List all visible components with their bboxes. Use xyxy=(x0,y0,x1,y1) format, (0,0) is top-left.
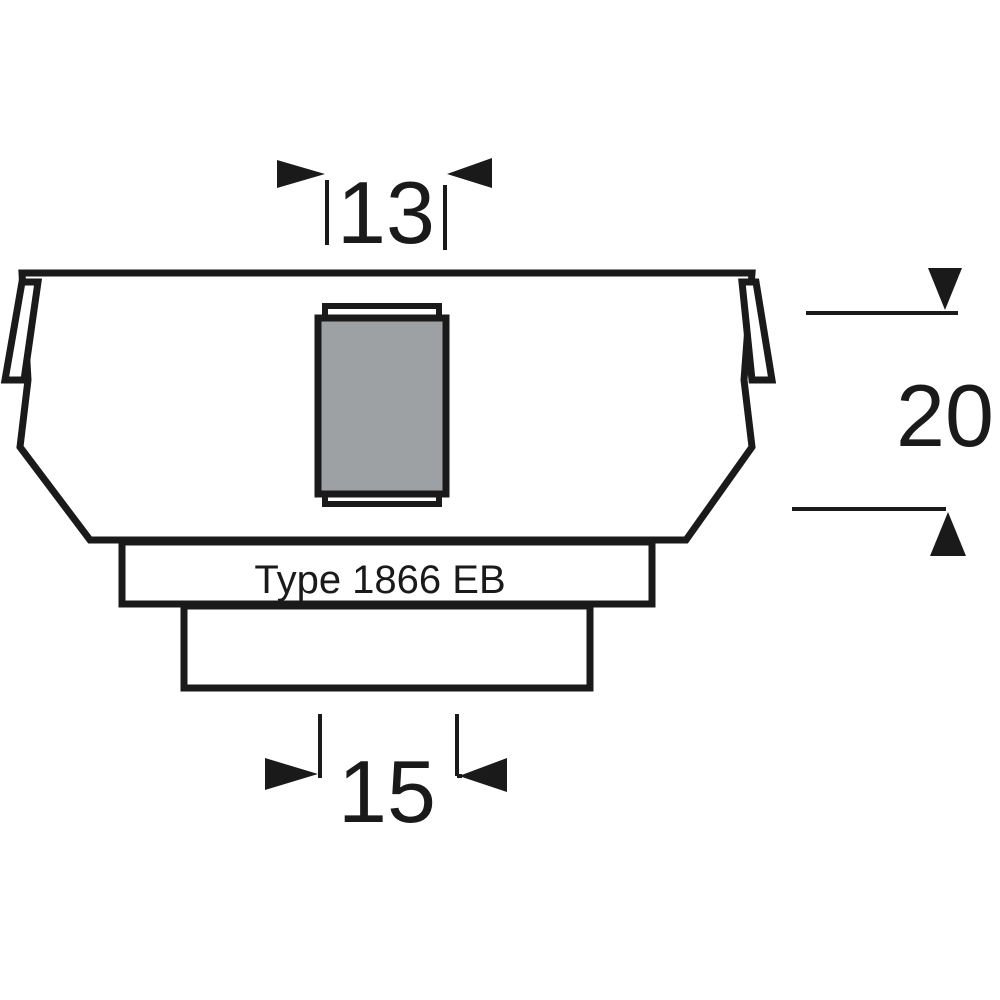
dimension-value-height: 20 xyxy=(896,366,994,465)
dimension-top-width: 13 xyxy=(277,158,492,262)
dimension-bottom-width: 15 xyxy=(265,714,507,841)
arrow-up-pointing xyxy=(930,512,966,556)
label-plate: Type 1866 EB xyxy=(118,538,656,608)
arrow-right-pointing xyxy=(265,758,318,790)
arrow-right-pointing xyxy=(277,160,325,188)
label-plate-frame xyxy=(118,538,656,608)
right-clip xyxy=(738,278,777,384)
window-glass xyxy=(314,314,450,498)
arrow-left-pointing xyxy=(447,158,492,188)
type-label: Type 1866 EB xyxy=(254,558,505,602)
dimension-value-bottom: 15 xyxy=(338,742,436,841)
base xyxy=(180,602,594,692)
left-clip xyxy=(0,278,43,384)
arrow-left-pointing xyxy=(459,758,507,792)
dimension-height: 20 xyxy=(792,268,994,556)
dimension-value-top: 13 xyxy=(337,163,435,262)
viewing-window xyxy=(314,303,450,507)
arrow-down-pointing xyxy=(928,268,962,310)
